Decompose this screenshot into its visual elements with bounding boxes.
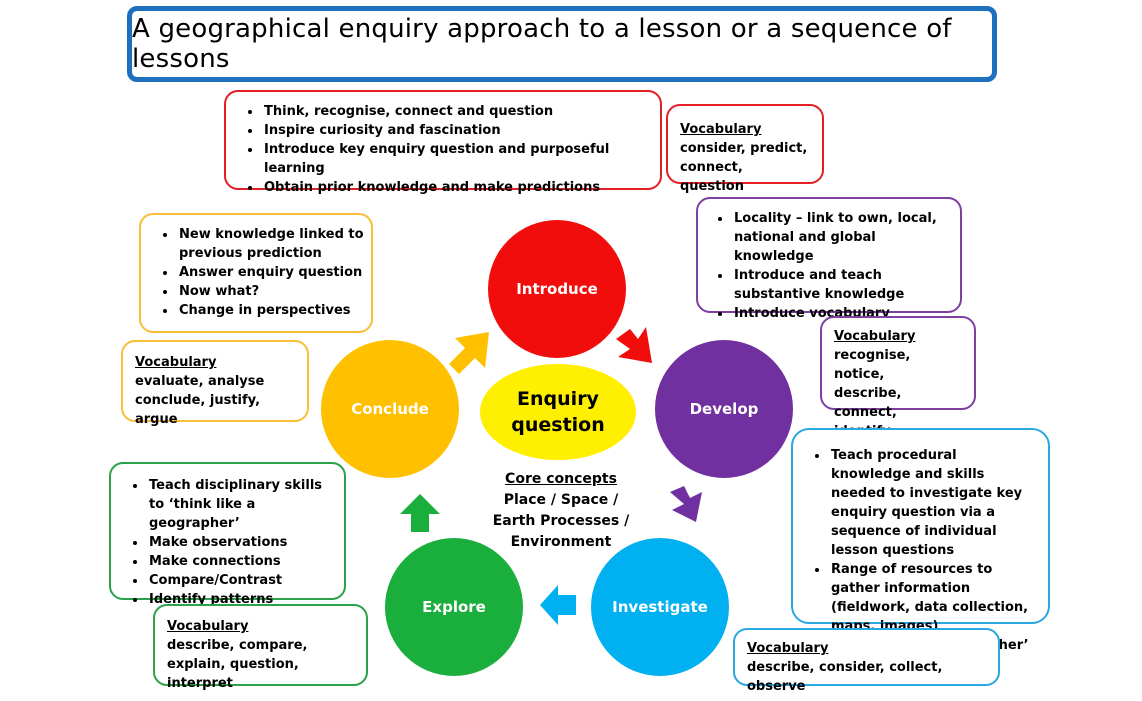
introduce-circle: Introduce xyxy=(488,220,626,358)
list-item: Identify patterns xyxy=(147,590,338,609)
enquiry-question-oval: Enquiry question xyxy=(480,364,636,460)
investigate-box: Teach procedural knowledge and skills ne… xyxy=(791,428,1050,653)
list-item: Answer enquiry question xyxy=(177,263,365,282)
investigate-vocab-box: Vocabulary describe, consider, collect, … xyxy=(733,628,1000,694)
arrow-conclude-to-introduce xyxy=(449,332,489,374)
list-item: Inspire curiosity and fascination xyxy=(262,121,650,140)
investigate-label: Investigate xyxy=(612,598,708,616)
core-concepts-line: Environment xyxy=(510,534,612,550)
vocab-text: describe, consider, collect, observe xyxy=(747,660,943,694)
core-concepts: Core concepts Place / Space / Earth Proc… xyxy=(476,469,646,553)
core-concepts-line: Place / Space / xyxy=(503,492,619,508)
list-item: Range of resources to gather information… xyxy=(829,560,1040,636)
explore-circle: Explore xyxy=(385,538,523,676)
list-item: Introduce and teach substantive knowledg… xyxy=(732,266,952,304)
conclude-label: Conclude xyxy=(351,400,429,418)
page-title: A geographical enquiry approach to a les… xyxy=(132,14,952,74)
vocab-heading: Vocabulary xyxy=(680,122,762,137)
develop-box: Locality – link to own, local, national … xyxy=(696,197,962,321)
introduce-label: Introduce xyxy=(516,280,598,298)
vocab-text: evaluate, analyse conclude, justify, arg… xyxy=(135,374,265,427)
conclude-vocab-box: Vocabulary evaluate, analyse conclude, j… xyxy=(121,340,309,427)
introduce-list: Think, recognise, connect and question I… xyxy=(240,102,650,197)
arrow-explore-to-conclude xyxy=(400,494,440,532)
center-line-1: Enquiry xyxy=(517,388,599,410)
vocab-heading: Vocabulary xyxy=(135,355,217,370)
vocab-heading: Vocabulary xyxy=(747,641,829,656)
investigate-circle: Investigate xyxy=(591,538,729,676)
list-item: Make observations xyxy=(147,533,338,552)
conclude-box: New knowledge linked to previous predict… xyxy=(139,213,373,333)
list-item: Change in perspectives xyxy=(177,301,365,320)
explore-box: Teach disciplinary skills to ‘think like… xyxy=(109,462,346,607)
introduce-box: Think, recognise, connect and question I… xyxy=(224,90,662,195)
develop-circle: Develop xyxy=(655,340,793,478)
arrow-develop-to-investigate xyxy=(670,486,702,522)
list-item: Make connections xyxy=(147,552,338,571)
develop-vocab-box: Vocabulary recognise, notice, describe, … xyxy=(820,316,976,439)
list-item: Compare/Contrast xyxy=(147,571,338,590)
explore-list: Teach disciplinary skills to ‘think like… xyxy=(125,476,338,609)
list-item: Introduce key enquiry question and purpo… xyxy=(262,140,650,178)
introduce-vocab-box: Vocabulary consider, predict, connect, q… xyxy=(666,104,824,194)
develop-label: Develop xyxy=(689,400,759,418)
vocab-heading: Vocabulary xyxy=(834,329,916,344)
core-concepts-title: Core concepts xyxy=(505,471,617,487)
conclude-list: New knowledge linked to previous predict… xyxy=(155,225,365,320)
vocab-text: consider, predict, connect, question xyxy=(680,141,808,194)
arrow-introduce-to-develop xyxy=(616,327,652,363)
center-line-2: question xyxy=(511,414,605,436)
list-item: Now what? xyxy=(177,282,365,301)
list-item: Teach procedural knowledge and skills ne… xyxy=(829,446,1040,560)
vocab-text: describe, compare, explain, question, in… xyxy=(167,638,308,691)
develop-list: Locality – link to own, local, national … xyxy=(710,209,952,323)
investigate-list: Teach procedural knowledge and skills ne… xyxy=(807,446,1040,655)
title-box: A geographical enquiry approach to a les… xyxy=(127,6,997,82)
list-item: Locality – link to own, local, national … xyxy=(732,209,952,266)
list-item: Teach disciplinary skills to ‘think like… xyxy=(147,476,338,533)
explore-label: Explore xyxy=(422,598,486,616)
explore-vocab-box: Vocabulary describe, compare, explain, q… xyxy=(153,604,368,691)
vocab-heading: Vocabulary xyxy=(167,619,249,634)
arrow-investigate-to-explore xyxy=(540,585,576,625)
list-item: Think, recognise, connect and question xyxy=(262,102,650,121)
conclude-circle: Conclude xyxy=(321,340,459,478)
list-item: Obtain prior knowledge and make predicti… xyxy=(262,178,650,197)
core-concepts-line: Earth Processes / xyxy=(492,513,630,529)
vocab-text: recognise, notice, describe, connect, id… xyxy=(834,348,911,439)
list-item: New knowledge linked to previous predict… xyxy=(177,225,365,263)
